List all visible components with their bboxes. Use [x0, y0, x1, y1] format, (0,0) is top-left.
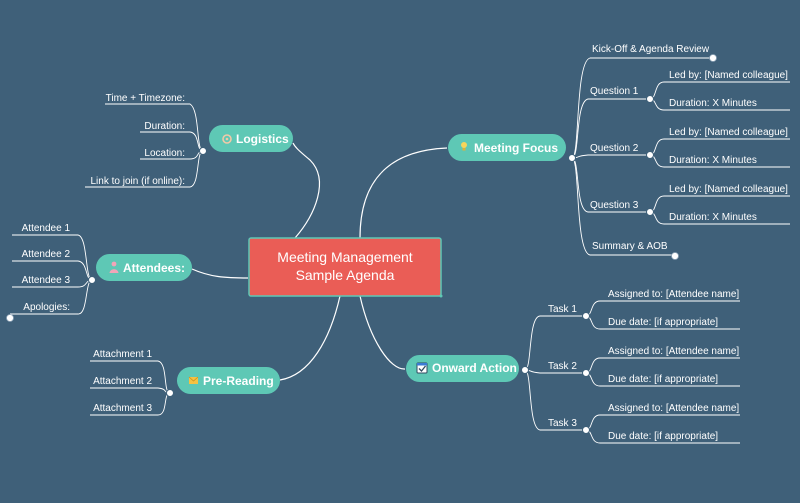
question-2-collapse-handle[interactable] [646, 151, 654, 159]
task-3-collapse-handle[interactable] [582, 426, 590, 434]
onward-action-collapse-handle[interactable] [521, 366, 529, 374]
task-due-date: Due date: [if appropriate] [608, 374, 718, 385]
question-label: Question 2 [590, 143, 639, 154]
apologies-expand-handle[interactable] [6, 314, 14, 322]
meeting-focus-label: Meeting Focus [474, 141, 558, 155]
question-1-collapse-handle[interactable] [646, 95, 654, 103]
kickoff-expand-handle[interactable] [709, 54, 717, 62]
logistics-item: Link to join (if online): [91, 176, 186, 187]
question-led-by: Led by: [Named colleague] [669, 127, 788, 138]
attendee-item: Attendee 2 [22, 249, 71, 260]
checkbox-icon [416, 362, 428, 374]
onward-action-label: Onward Action [432, 361, 517, 375]
task-assigned-to: Assigned to: [Attendee name] [608, 346, 739, 357]
meeting-focus-collapse-handle[interactable] [568, 154, 576, 162]
branch-attendees[interactable]: Attendees: [96, 254, 192, 281]
central-title-line-2: Sample Agenda [296, 267, 395, 283]
summary-item: Summary & AOB [592, 241, 668, 252]
person-icon [109, 261, 119, 273]
central-topic[interactable]: Meeting Management Sample Agenda [248, 237, 442, 297]
central-resize-handle[interactable] [439, 294, 443, 298]
task-2-collapse-handle[interactable] [582, 369, 590, 377]
attendee-item: Apologies: [23, 302, 70, 313]
branch-pre-reading[interactable]: Pre-Reading [177, 367, 280, 394]
attendee-item: Attendee 3 [22, 275, 71, 286]
gear-icon [222, 134, 232, 144]
question-3-collapse-handle[interactable] [646, 208, 654, 216]
kickoff-item: Kick-Off & Agenda Review [592, 44, 710, 55]
question-duration: Duration: X Minutes [669, 98, 757, 109]
lightbulb-icon [461, 142, 467, 151]
logistics-item: Time + Timezone: [106, 93, 185, 104]
logistics-collapse-handle[interactable] [199, 147, 207, 155]
branch-logistics[interactable]: Logistics [209, 125, 293, 152]
envelope-icon [188, 376, 199, 384]
logistics-item: Duration: [144, 121, 185, 132]
task-assigned-to: Assigned to: [Attendee name] [608, 289, 739, 300]
attachment-item: Attachment 2 [93, 376, 152, 387]
task-label: Task 1 [548, 304, 577, 315]
summary-expand-handle[interactable] [671, 252, 679, 260]
question-label: Question 3 [590, 200, 639, 211]
attendees-label: Attendees: [123, 261, 185, 275]
task-label: Task 3 [548, 418, 577, 429]
task-label: Task 2 [548, 361, 577, 372]
question-duration: Duration: X Minutes [669, 155, 757, 166]
task-due-date: Due date: [if appropriate] [608, 317, 718, 328]
logistics-item: Location: [144, 148, 185, 159]
task-assigned-to: Assigned to: [Attendee name] [608, 403, 739, 414]
attendee-item: Attendee 1 [22, 223, 71, 234]
pre-reading-label: Pre-Reading [203, 374, 274, 388]
question-led-by: Led by: [Named colleague] [669, 184, 788, 195]
logistics-label: Logistics [236, 132, 289, 146]
task-due-date: Due date: [if appropriate] [608, 431, 718, 442]
branch-onward-action[interactable]: Onward Action [406, 355, 519, 382]
task-1-collapse-handle[interactable] [582, 312, 590, 320]
attendees-collapse-handle[interactable] [88, 276, 96, 284]
question-led-by: Led by: [Named colleague] [669, 70, 788, 81]
question-duration: Duration: X Minutes [669, 212, 757, 223]
branch-meeting-focus[interactable]: Meeting Focus [448, 134, 566, 161]
attachment-item: Attachment 3 [93, 403, 152, 414]
pre-reading-collapse-handle[interactable] [166, 389, 174, 397]
attachment-item: Attachment 1 [93, 349, 152, 360]
question-label: Question 1 [590, 86, 639, 97]
central-title-line-1: Meeting Management [277, 249, 413, 265]
